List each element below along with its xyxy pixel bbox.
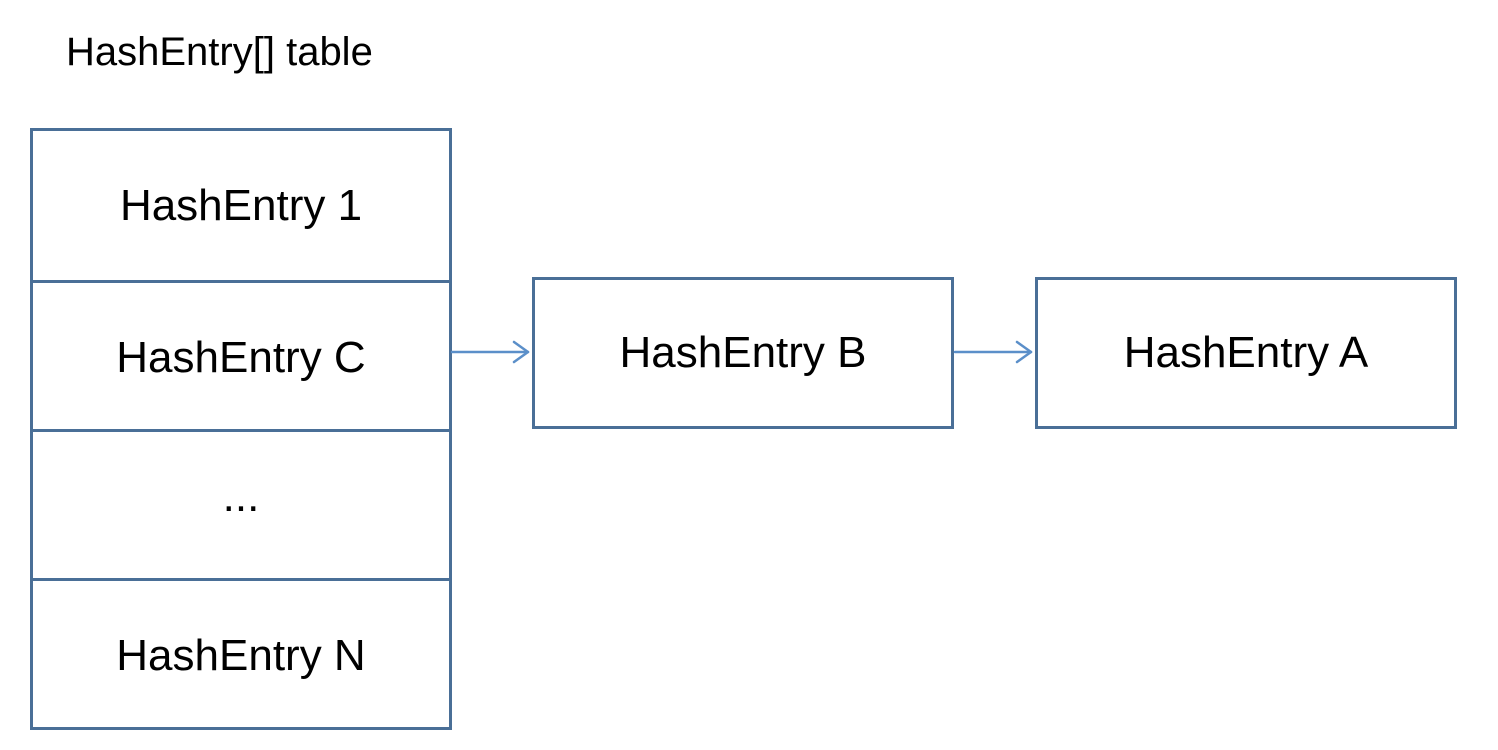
table-cell-n: HashEntry N [33, 578, 449, 730]
hashentry-table: HashEntry 1 HashEntry C ... HashEntry N [30, 128, 452, 730]
table-cell-label: HashEntry 1 [119, 180, 363, 230]
table-cell-label: ... [222, 471, 260, 521]
table-cell-ellipsis: ... [33, 429, 449, 581]
table-cell-label: HashEntry N [116, 630, 366, 680]
chain-node-b: HashEntry B [532, 277, 954, 429]
table-cell-label: HashEntry C [116, 332, 366, 382]
table-cell-c: HashEntry C [33, 280, 449, 432]
diagram-title: HashEntry[] table [66, 30, 373, 74]
chain-node-label: HashEntry B [619, 328, 867, 377]
table-cell-1: HashEntry 1 [33, 131, 449, 280]
arrow-c-to-b [450, 340, 530, 364]
chain-node-a: HashEntry A [1035, 277, 1457, 429]
chain-node-label: HashEntry A [1123, 328, 1369, 377]
arrow-b-to-a [953, 340, 1033, 364]
